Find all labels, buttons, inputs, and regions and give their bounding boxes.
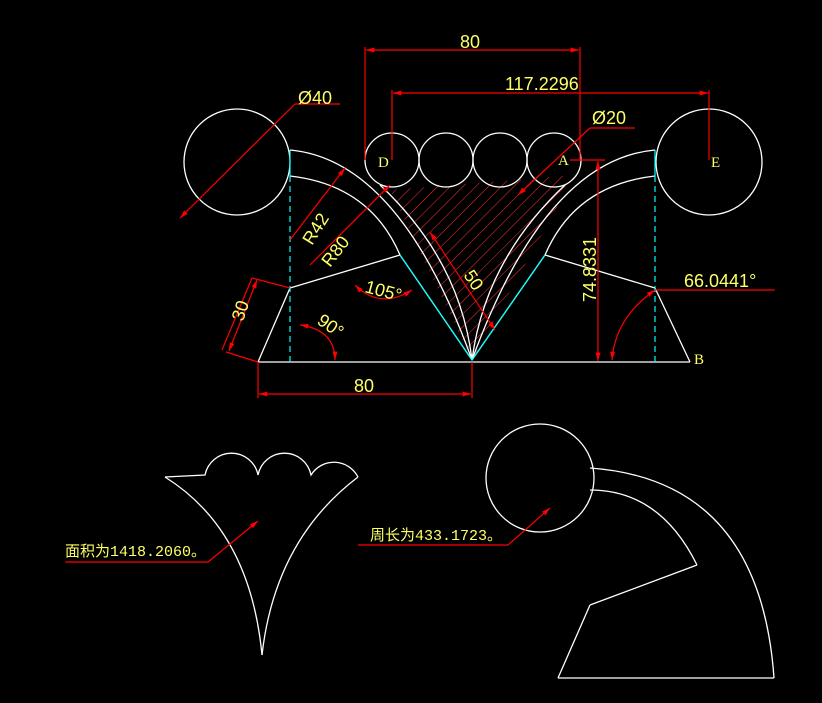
- perimeter-shape: [485, 423, 775, 679]
- dim-angle-105: 105°: [363, 277, 404, 306]
- dim-radius-80: R80: [317, 232, 353, 270]
- dim-radius-42: R42: [298, 210, 332, 249]
- dim-small-circle: Ø20: [592, 108, 626, 128]
- left-link: [289, 254, 401, 289]
- dim-centers-distance: 117.2296: [505, 74, 579, 94]
- perimeter-note: 周长为433.1723。: [370, 527, 502, 545]
- point-label-e: E: [711, 155, 720, 171]
- dim-angle-right: 66.0441°: [684, 271, 756, 291]
- right-link: [544, 254, 656, 289]
- left-slant: [257, 287, 291, 363]
- arc-center-right: [471, 184, 566, 361]
- arc-right-inner: [544, 175, 656, 256]
- area-note: 面积为1418.2060。: [65, 543, 206, 561]
- area-shape: [164, 452, 359, 656]
- dim-bottom-width: 80: [354, 376, 374, 396]
- dim-angle-90: 90°: [314, 310, 348, 342]
- arc-left-inner: [289, 175, 401, 256]
- point-label-a: A: [558, 153, 569, 169]
- point-label-d: D: [378, 155, 389, 171]
- main-drawing: [183, 108, 763, 363]
- dim-big-circle: Ø40: [298, 88, 332, 108]
- dim-side-30: 30: [228, 298, 253, 323]
- point-label-b: B: [694, 352, 704, 368]
- dim-height: 74.8331: [580, 237, 600, 302]
- center-guide-2: [471, 254, 546, 361]
- dim-top-width: 80: [460, 32, 480, 52]
- small-circle-2: [418, 132, 474, 188]
- right-slant: [654, 287, 691, 363]
- dimensions: [179, 47, 775, 398]
- small-circle-3: [472, 132, 528, 188]
